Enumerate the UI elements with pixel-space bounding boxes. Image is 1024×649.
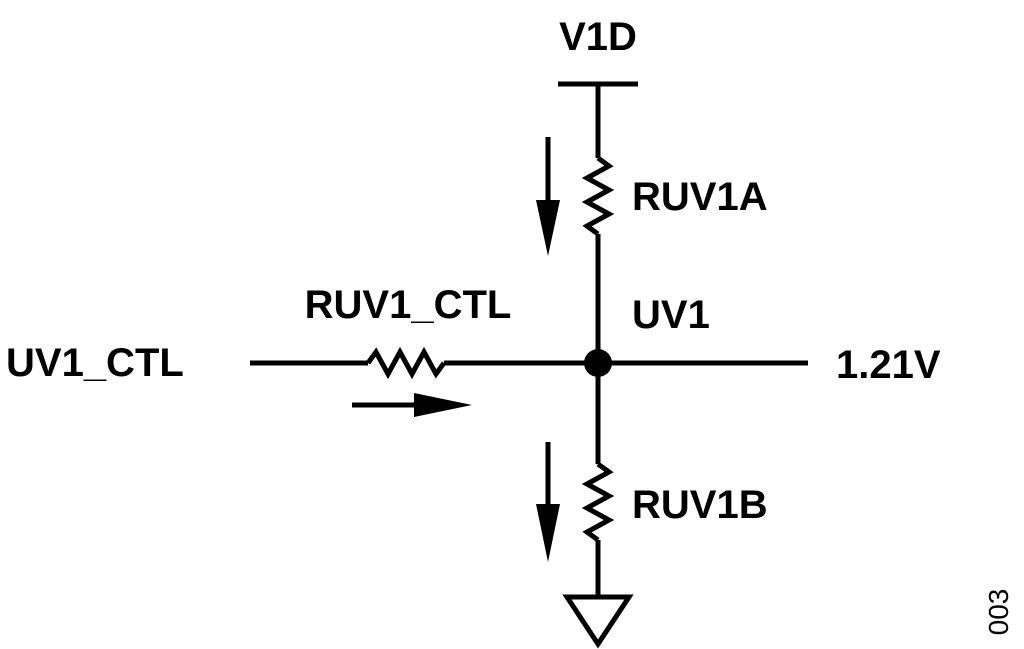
ruv1a-label: RUV1A — [632, 175, 768, 219]
arrow-right-icon — [414, 393, 472, 417]
ruv1ctl-label: RUV1_CTL — [305, 283, 512, 327]
resistor-ruv1b-icon — [581, 461, 615, 543]
node-label: UV1 — [632, 293, 710, 337]
output-voltage-label: 1.21V — [836, 343, 941, 387]
figure-number: 003 — [983, 589, 1014, 636]
resistor-ruv1a-icon — [581, 155, 615, 237]
ground-icon — [562, 594, 634, 649]
resistor-ruv1ctl-icon — [365, 346, 447, 380]
supply-label: V1D — [559, 15, 637, 59]
arrow-down-icon — [536, 200, 560, 256]
ruv1b-label: RUV1B — [632, 483, 768, 527]
arrow-down-icon — [536, 504, 560, 562]
uv1ctl-input-label: UV1_CTL — [6, 341, 184, 385]
